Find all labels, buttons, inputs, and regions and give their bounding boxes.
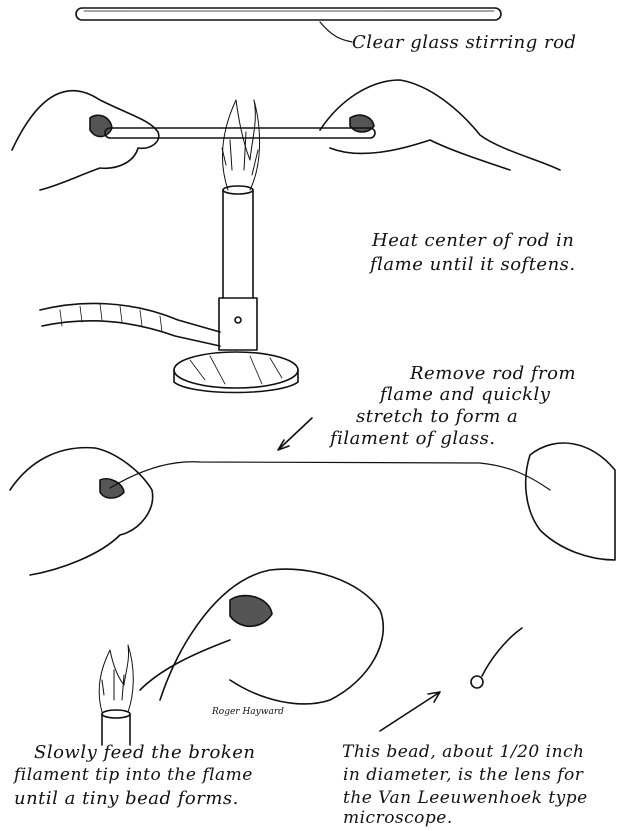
left-hand-stretch <box>10 448 153 575</box>
stretch-step-line-2: flame and quickly <box>380 384 550 405</box>
bead-arrow <box>380 692 440 731</box>
heat-step-line-1: Heat center of rod in <box>372 230 574 251</box>
feed-step-line-2: filament tip into the flame <box>14 765 253 786</box>
flame-icon <box>222 100 260 190</box>
feed-step-line-3: until a tiny bead forms. <box>14 788 239 809</box>
artist-signature: Roger Hayward <box>212 702 284 723</box>
bead-illustration <box>380 628 522 731</box>
left-hand <box>12 91 159 190</box>
small-flame-icon <box>99 645 133 712</box>
heated-rod <box>105 128 375 138</box>
glass-bead <box>471 676 483 688</box>
bead-step-line-1: This bead, about 1/20 inch <box>342 742 585 763</box>
bead-step-line-4: microscope. <box>343 808 453 829</box>
stretch-step-line-1: Remove rod from <box>410 363 576 384</box>
rod-pointer-line <box>320 22 352 42</box>
burner-top <box>102 710 130 745</box>
stretch-step-line-4: filament of glass. <box>330 428 496 449</box>
bead-step-line-2: in diameter, is the lens for <box>343 765 583 786</box>
broken-filament <box>140 640 230 690</box>
bead-step-line-3: the Van Leeuwenhoek type <box>343 788 588 809</box>
bead-filament <box>482 628 522 676</box>
rod-label: Clear glass stirring rod <box>352 32 576 53</box>
stretch-arrow <box>278 418 312 450</box>
stretching-illustration <box>10 418 615 575</box>
stretch-step-line-3: stretch to form a <box>356 406 518 427</box>
glass-filament <box>110 462 550 490</box>
gas-hose <box>40 303 220 346</box>
feed-step-line-1: Slowly feed the broken <box>34 742 256 763</box>
right-hand-stretch <box>526 443 615 560</box>
bunsen-burner <box>174 186 298 393</box>
heat-step-line-2: flame until it softens. <box>370 254 576 275</box>
hand-feeding <box>160 569 383 704</box>
